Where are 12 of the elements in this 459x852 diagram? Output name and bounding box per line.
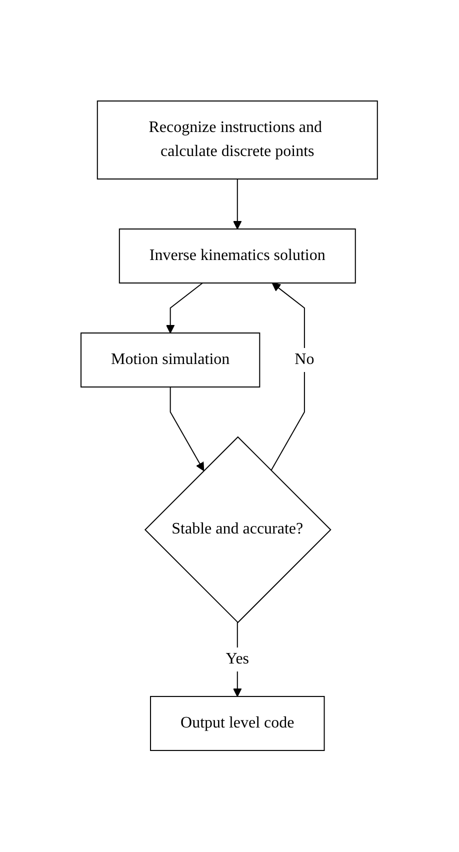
arrow <box>233 178 242 230</box>
node-box: Output level code <box>150 696 326 752</box>
arrow <box>170 386 204 472</box>
node-box: Recognize instructions and calculate discrete points <box>97 100 378 180</box>
node-box: Motion simulation <box>80 332 260 388</box>
node-diamond: Stable and accurate? <box>144 436 332 624</box>
arrow <box>270 282 306 472</box>
arrow <box>233 622 242 698</box>
node-box: Inverse kinematics solution <box>119 228 356 284</box>
arrow <box>166 282 204 334</box>
edge-label: Yes <box>226 650 250 668</box>
edge-label: No <box>294 351 315 368</box>
